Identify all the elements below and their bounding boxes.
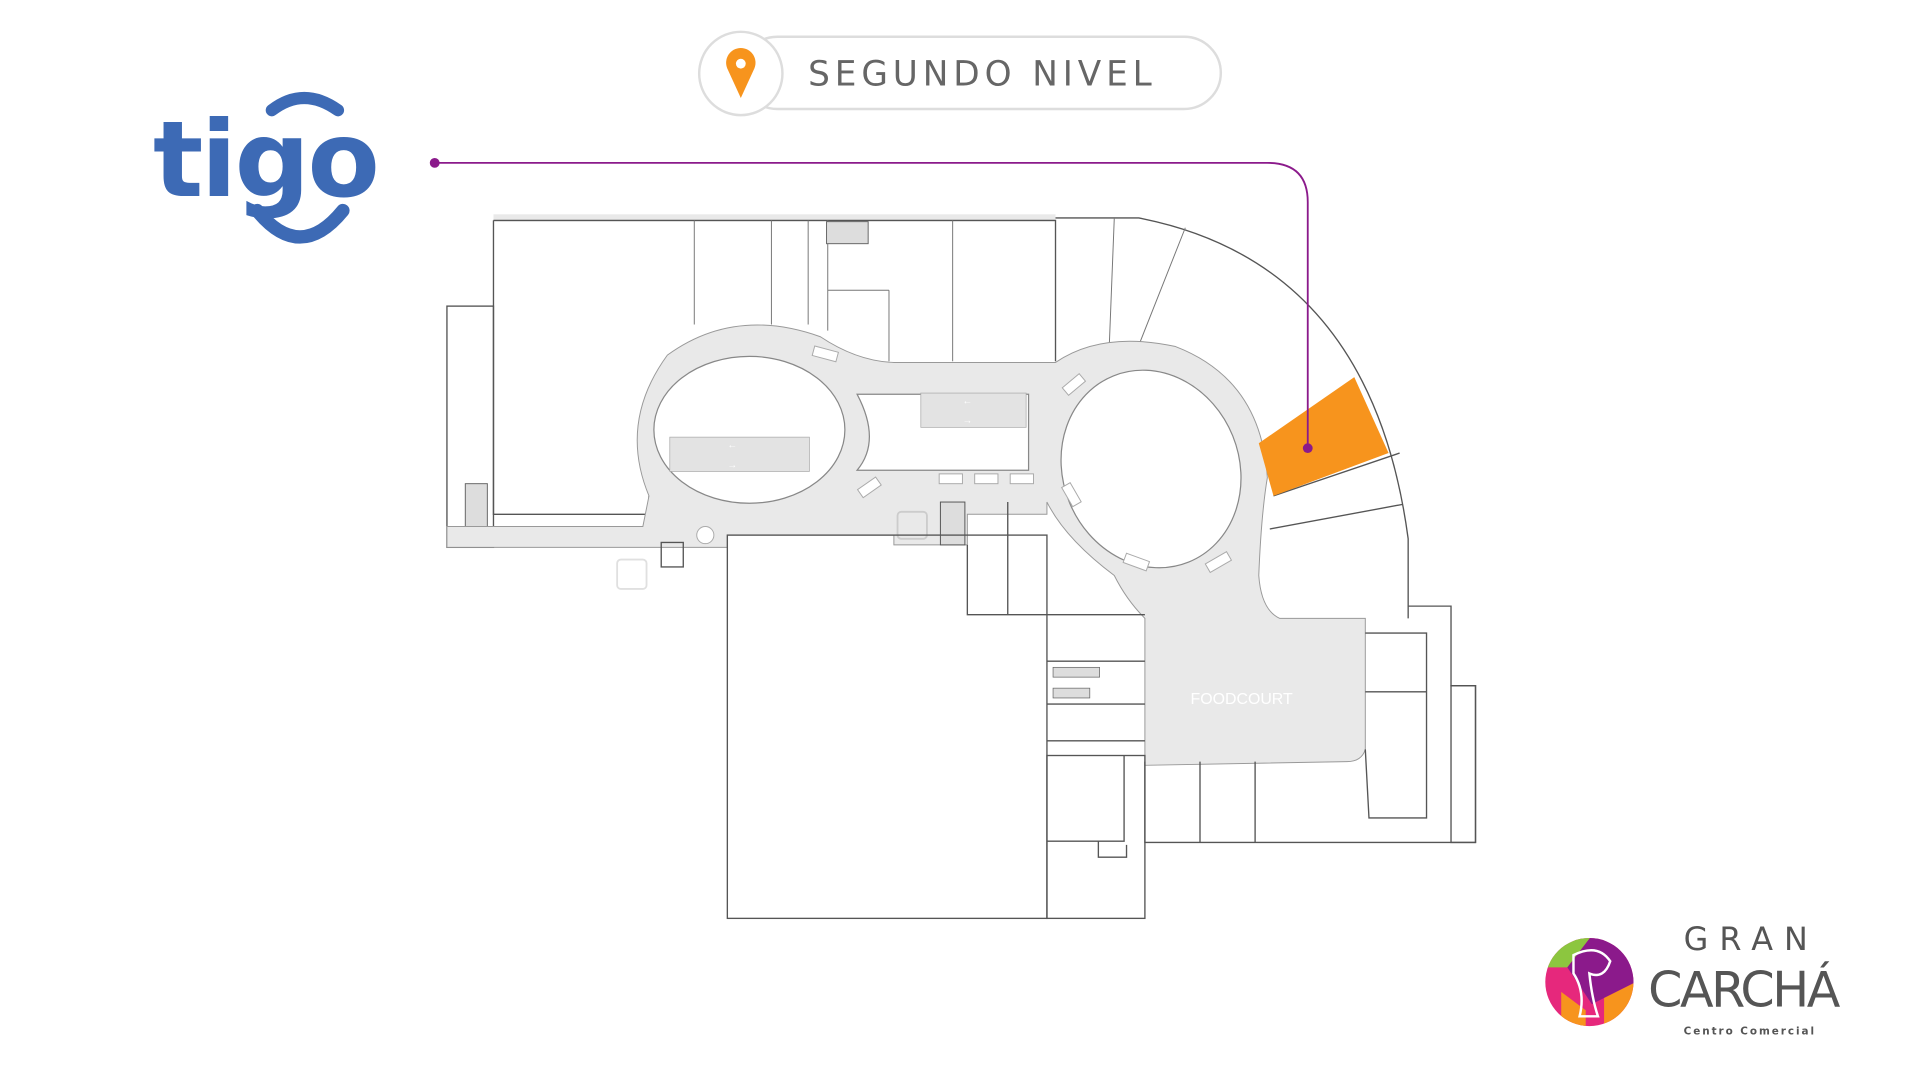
escalator-down-arrow-icon: → [962, 416, 972, 427]
level-title: SEGUNDO NIVEL [808, 55, 1157, 95]
restroom-icon [1065, 875, 1093, 902]
tigo-logo: tigo [153, 91, 380, 244]
mall-logo-line2: CARCHÁ [1648, 960, 1841, 1019]
restroom-icon [1065, 783, 1093, 810]
map-pin-icon [726, 48, 756, 98]
floor-plan: ← → ← → [446, 214, 1477, 920]
mall-logo-line1: GRAN [1684, 920, 1819, 958]
tigo-logo-text: tigo [153, 98, 377, 221]
highlighted-store[interactable] [1258, 377, 1389, 496]
foodcourt-label: FOODCOURT [1191, 691, 1293, 708]
elevator-icon [616, 510, 928, 590]
escalator-down-arrow-icon: → [727, 460, 737, 471]
escalator-up-arrow-icon: ← [962, 396, 972, 407]
benches [811, 345, 1233, 574]
gran-carcha-logo: GRAN CARCHÁ Centro Comercial [1545, 920, 1843, 1038]
mall-logo-line3: Centro Comercial [1684, 1026, 1816, 1038]
level-indicator: SEGUNDO NIVEL [697, 30, 1223, 117]
escalator-up-arrow-icon: ← [727, 440, 737, 451]
store-connector-line [429, 157, 1313, 454]
